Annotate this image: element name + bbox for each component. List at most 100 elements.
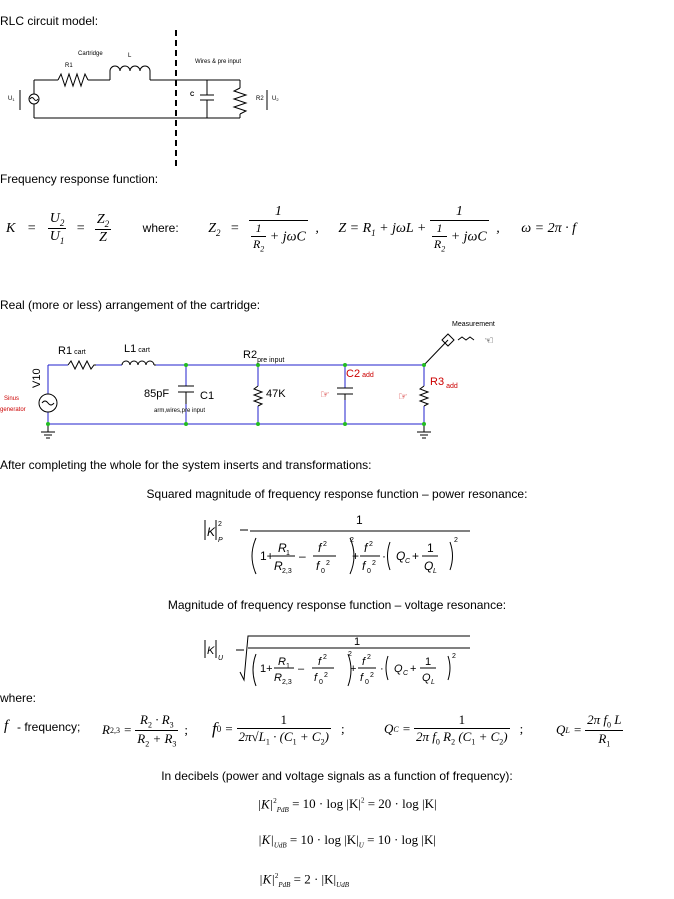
u1-label: U1 <box>8 96 15 102</box>
decibels-title: In decibels (power and voltage signals a… <box>161 769 513 783</box>
svg-text:2: 2 <box>452 653 456 660</box>
r2-label: R2 <box>256 96 264 102</box>
svg-text:2: 2 <box>370 672 374 679</box>
section-title-rlc: RLC circuit model: <box>0 14 99 28</box>
svg-text:1: 1 <box>286 550 290 557</box>
svg-text:2: 2 <box>454 537 458 544</box>
svg-text:R: R <box>274 559 283 573</box>
c-label: C <box>190 92 195 98</box>
svg-text:+: + <box>412 549 419 563</box>
svg-text:Q: Q <box>396 549 405 563</box>
c1-note-label: arm,wires,pre input <box>154 408 205 414</box>
svg-text:f: f <box>362 559 367 573</box>
svg-text:+: + <box>410 663 416 675</box>
svg-text:2: 2 <box>326 560 330 567</box>
svg-text:R: R <box>278 656 286 668</box>
k-symbol: K <box>6 220 16 236</box>
where-label: where: <box>142 220 179 235</box>
svg-text:2,3: 2,3 <box>282 679 292 686</box>
svg-text:K: K <box>207 525 216 539</box>
svg-text:Q: Q <box>394 663 403 675</box>
omega-equation: ω = 2π · f <box>521 220 577 236</box>
svg-text:L: L <box>431 679 435 686</box>
svg-text:1: 1 <box>427 541 434 555</box>
svg-text:1: 1 <box>425 656 431 668</box>
r2-pre-input-label: R2pre input <box>243 349 284 364</box>
section-title-arrangement: Real (more or less) arrangement of the c… <box>0 298 261 312</box>
svg-text:2,3: 2,3 <box>282 568 292 575</box>
svg-text:C: C <box>405 558 411 565</box>
svg-text:f: f <box>314 672 318 684</box>
svg-text:0: 0 <box>321 568 325 575</box>
svg-text:Q: Q <box>422 672 431 684</box>
svg-text:f: f <box>318 656 322 668</box>
cartridge-label: Cartridge <box>78 51 103 57</box>
voltage-resonance-title: Magnitude of frequency response function… <box>167 598 507 612</box>
svg-text:1+: 1+ <box>260 663 273 675</box>
svg-text:1: 1 <box>354 636 360 648</box>
svg-text:2: 2 <box>323 541 327 548</box>
measurement-label: Measurement <box>452 321 495 328</box>
svg-text:–: – <box>299 549 306 563</box>
svg-text:0: 0 <box>367 568 371 575</box>
svg-text:P: P <box>218 537 223 544</box>
svg-text:2: 2 <box>369 541 373 548</box>
svg-text:R: R <box>278 541 287 555</box>
svg-text:0: 0 <box>365 679 369 686</box>
svg-text:·: · <box>380 663 384 675</box>
pointer-hand-icon: ☞ <box>398 391 408 403</box>
svg-text:2: 2 <box>323 654 327 661</box>
svg-text:U: U <box>218 655 224 662</box>
r1-label: R1 <box>65 63 73 69</box>
svg-text:2: 2 <box>350 537 354 544</box>
svg-text:–: – <box>298 663 305 675</box>
svg-text:+: + <box>350 663 356 675</box>
svg-text:0: 0 <box>319 679 323 686</box>
svg-text:+: + <box>352 549 359 563</box>
svg-text:K: K <box>207 645 215 657</box>
svg-text:2: 2 <box>372 560 376 567</box>
svg-text:f: f <box>316 559 321 573</box>
pointer-hand-icon: ☞ <box>320 389 330 401</box>
svg-text:f: f <box>364 541 369 555</box>
c1-value-label: 85pF <box>144 388 169 400</box>
u2-label: U2 <box>272 96 279 102</box>
svg-text:L: L <box>433 568 437 575</box>
svg-text:f: f <box>362 656 366 668</box>
svg-text:f: f <box>318 541 323 555</box>
svg-text:2: 2 <box>218 521 222 528</box>
rlc-circuit-diagram: Cartridge R1 L Wires & pre input C R2 U1… <box>8 30 279 168</box>
svg-text:2: 2 <box>324 672 328 679</box>
r-47k-label: 47K <box>266 388 286 400</box>
c1-label: C1 <box>200 390 214 402</box>
svg-text:R: R <box>274 672 282 684</box>
svg-text:f: f <box>360 672 364 684</box>
l-label: L <box>128 53 132 59</box>
svg-text:2: 2 <box>367 654 371 661</box>
where-label-2: where: <box>0 691 37 705</box>
svg-text:2: 2 <box>348 651 352 658</box>
frequency-label: - frequency; <box>17 720 81 734</box>
section-title-transformations: After completing the whole for the syste… <box>0 458 372 472</box>
svg-text:Q: Q <box>424 559 433 573</box>
svg-text:C: C <box>403 670 409 677</box>
wires-label: Wires & pre input <box>195 59 241 65</box>
svg-text:1: 1 <box>356 513 363 527</box>
generator-label: generator <box>0 407 26 413</box>
section-title-frf: Frequency response function: <box>0 172 159 186</box>
decibel-equations: |K|2PdB = 10 · log |K|2 = 20 · log |K| |… <box>257 796 437 889</box>
sinus-label: Sinus <box>4 396 19 402</box>
svg-text:·: · <box>382 549 386 563</box>
measurement-probe-icon: ☜ <box>484 335 494 347</box>
v10-label: V10 <box>31 368 43 388</box>
power-resonance-title: Squared magnitude of frequency response … <box>146 487 528 501</box>
